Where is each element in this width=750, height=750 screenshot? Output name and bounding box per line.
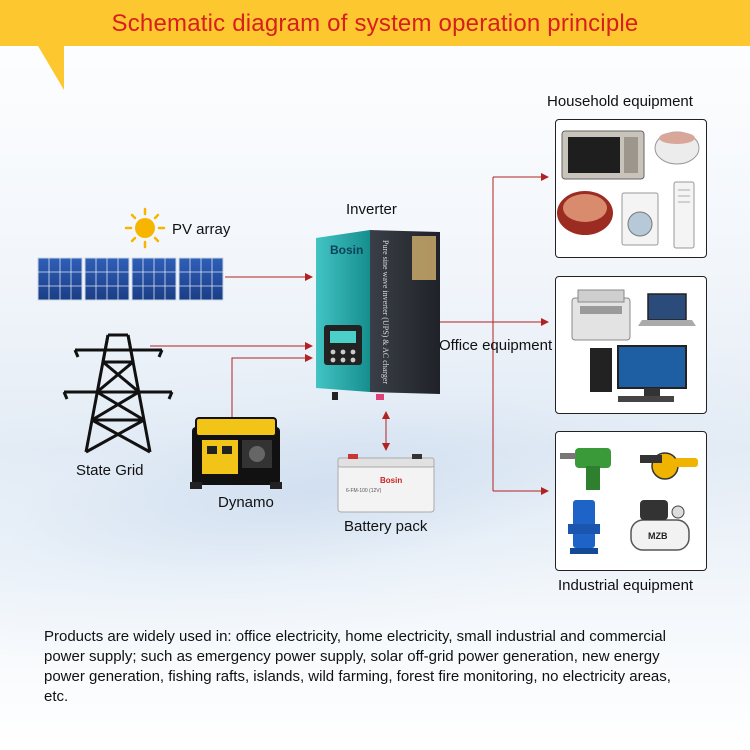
- sun-icon: [124, 207, 166, 249]
- inverter-side-text: Pure sine wave inverter (UPS) & AC charg…: [381, 240, 390, 384]
- page-title: Schematic diagram of system operation pr…: [111, 10, 639, 37]
- battery-device: Bosin 6-FM-100 (12V): [337, 454, 435, 513]
- generator-icon: [190, 417, 282, 489]
- industrial-equipment-box: [555, 431, 707, 571]
- battery-model: 6-FM-100 (12V): [346, 488, 382, 494]
- household-equipment-box: [555, 119, 707, 258]
- dynamo-label: Dynamo: [218, 494, 274, 511]
- title-banner-tail: [38, 46, 64, 90]
- office-equipment-label: Office equipment: [439, 337, 553, 354]
- description-text: Products are widely used in: office elec…: [44, 628, 671, 705]
- title-banner: [0, 0, 750, 46]
- battery-brand: Bosin: [380, 476, 402, 485]
- pv-array-label: PV array: [172, 221, 231, 238]
- industrial-equipment-label: Industrial equipment: [558, 577, 694, 594]
- solar-panel-icon: [37, 257, 224, 301]
- office-equipment-box: [555, 276, 707, 414]
- state-grid-label: State Grid: [76, 462, 144, 479]
- inverter-label: Inverter: [346, 201, 397, 218]
- battery-pack-label: Battery pack: [344, 518, 428, 535]
- inverter-device: Bosin Pure sine wave inverter (UPS) & AC…: [316, 230, 440, 400]
- inverter-brand: Bosin: [330, 243, 363, 257]
- household-equipment-label: Household equipment: [547, 93, 693, 110]
- connector-dynamo-to-inverter: [231, 354, 313, 422]
- connector-lines: [150, 173, 549, 495]
- transmission-tower-icon: [62, 333, 174, 454]
